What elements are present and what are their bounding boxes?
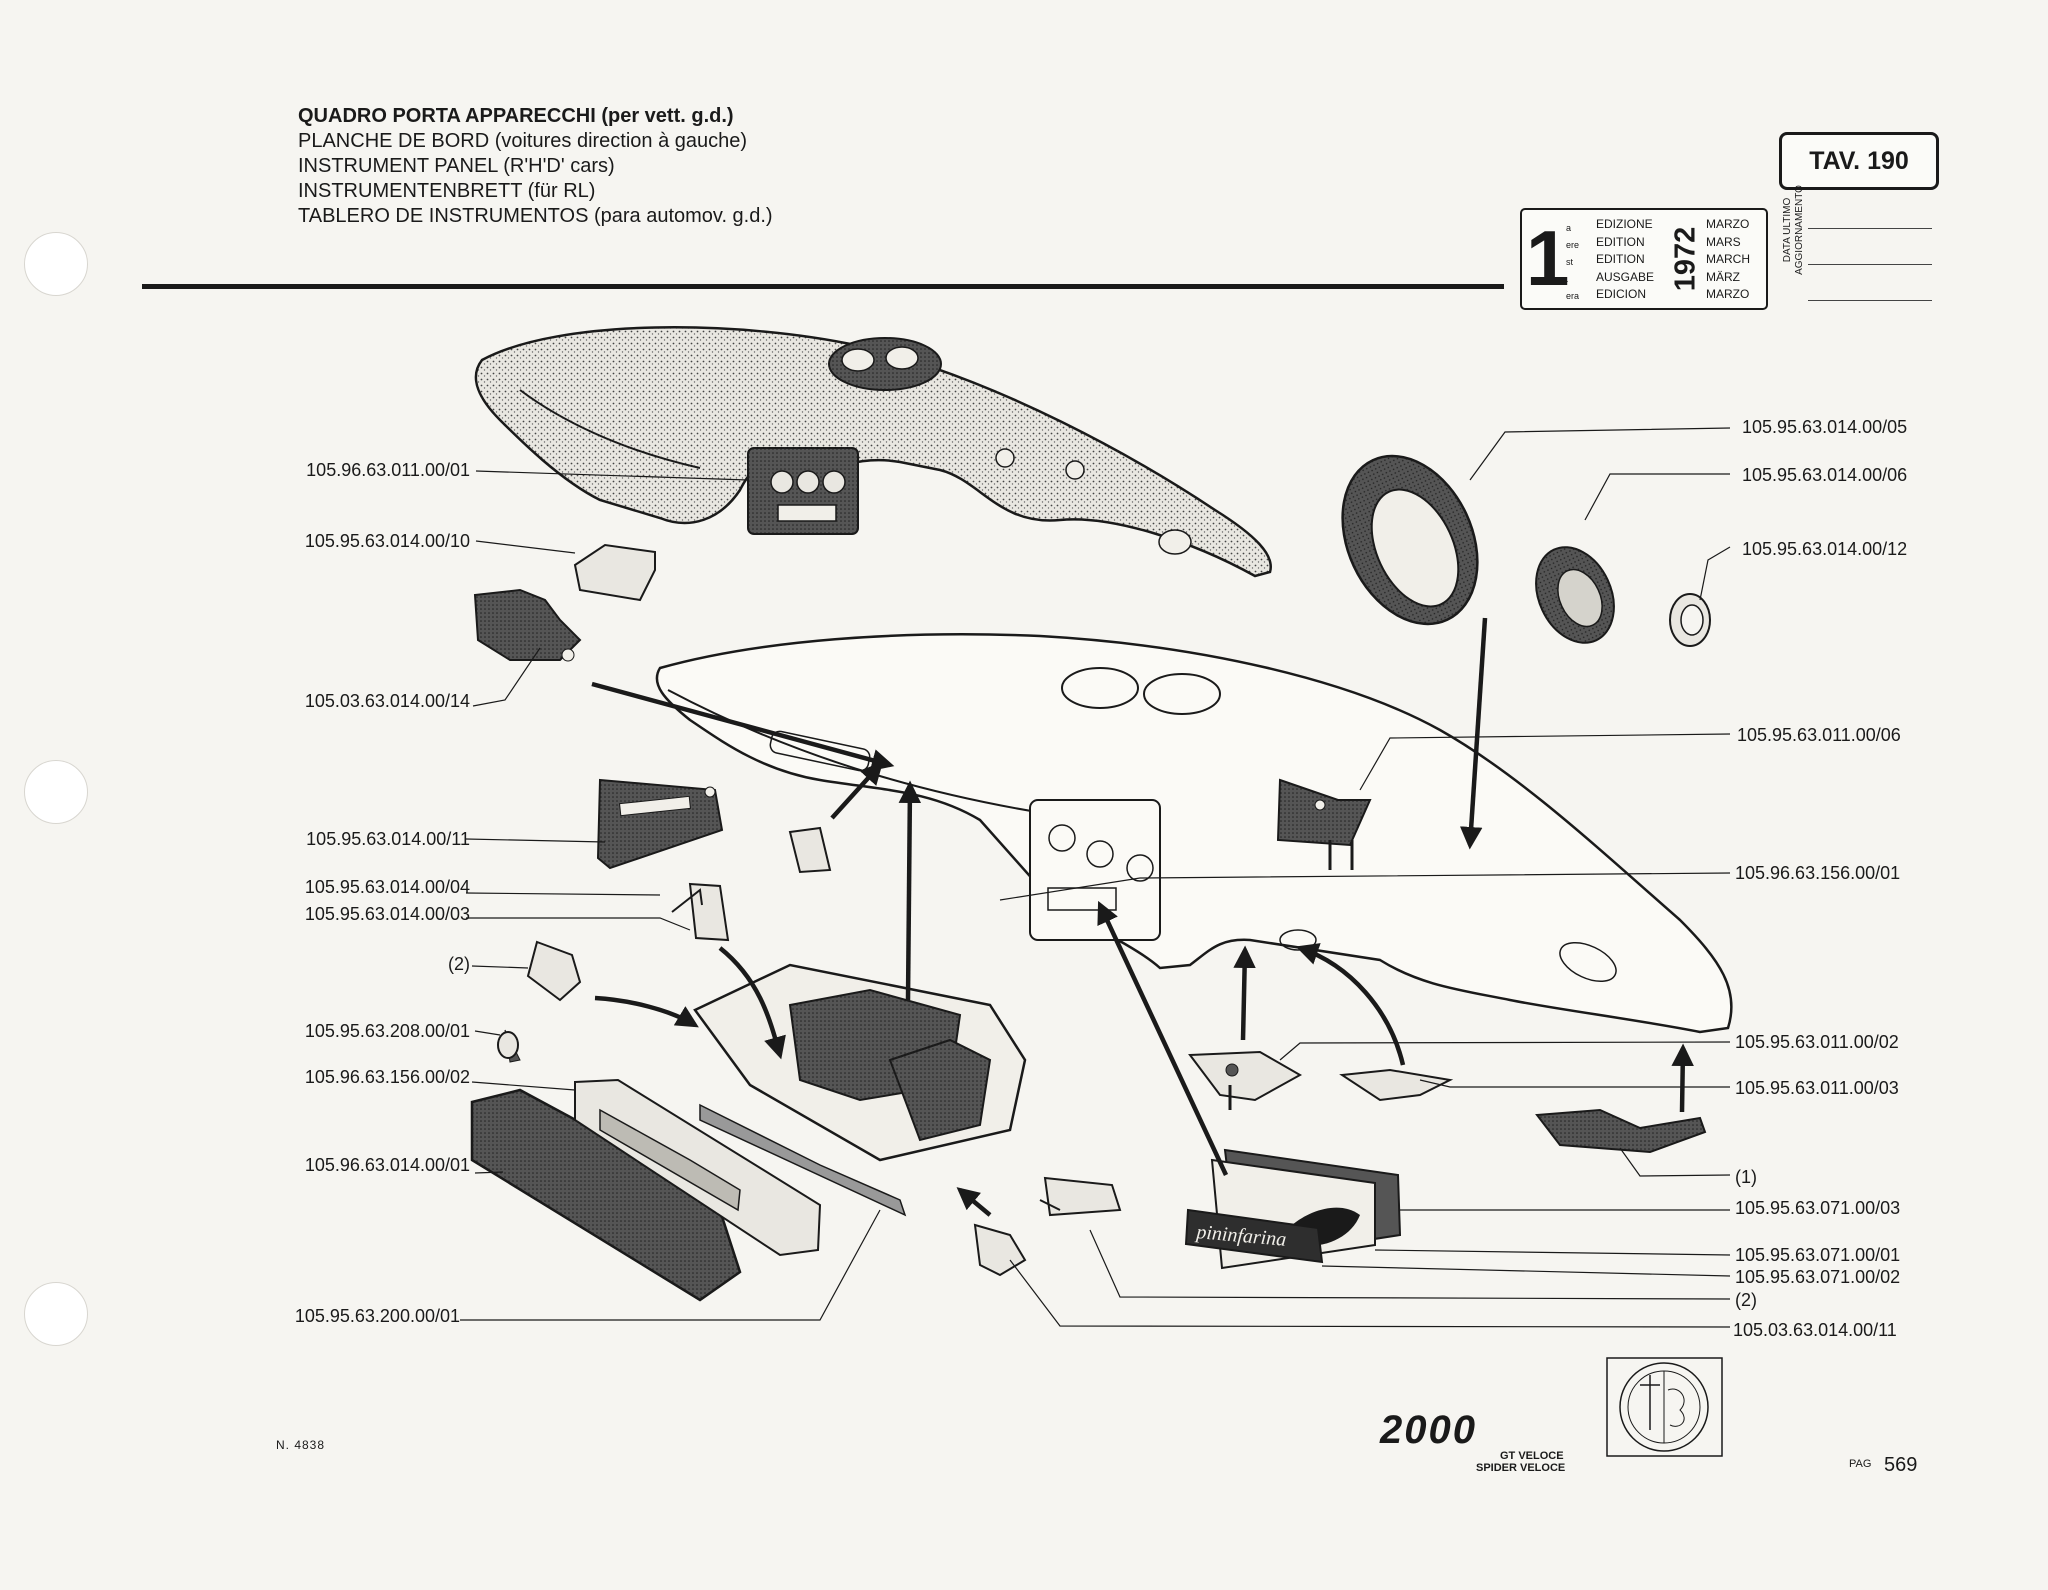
edition-month: MARZO bbox=[1706, 287, 1750, 301]
part-label: 105.95.63.014.00/10 bbox=[304, 531, 470, 551]
dashboard-panel bbox=[655, 633, 1733, 1034]
page-label: PAG bbox=[1849, 1458, 1872, 1470]
arrow bbox=[1295, 943, 1406, 1066]
title-rule bbox=[142, 284, 1504, 289]
binder-hole-middle bbox=[24, 760, 88, 824]
alfa-romeo-logo bbox=[1606, 1357, 1723, 1457]
part-label: 105.95.63.071.00/03 bbox=[1735, 1198, 1901, 1218]
edition-box: 1 a ere st . era EDIZIONE EDITION EDITIO… bbox=[1520, 208, 1768, 310]
part-label: (2) bbox=[448, 954, 470, 974]
part-label: 105.95.63.071.00/02 bbox=[1735, 1267, 1901, 1287]
part-label: 105.03.63.014.00/11 bbox=[1733, 1320, 1897, 1340]
edition-month: MÄRZ bbox=[1706, 269, 1740, 284]
knob bbox=[497, 1029, 521, 1063]
title-spanish: TABLERO DE INSTRUMENTOS (para automov. g… bbox=[298, 205, 773, 227]
part-label: 105.95.63.014.00/12 bbox=[1742, 539, 1908, 559]
title-english: INSTRUMENT PANEL (R'H'D' cars) bbox=[298, 155, 615, 177]
arrow bbox=[898, 780, 922, 1001]
bracket-mid-left bbox=[526, 778, 832, 1002]
edition-superscript: a bbox=[1566, 223, 1572, 233]
leader-lines-right bbox=[999, 427, 1731, 1328]
arrow bbox=[1097, 900, 1229, 1176]
part-label: 105.96.63.011.00/01 bbox=[306, 460, 470, 480]
edition-superscript: . bbox=[1566, 274, 1569, 284]
arrow bbox=[718, 946, 786, 1060]
edition-number: 1 bbox=[1526, 214, 1570, 302]
edition-word: EDITION bbox=[1596, 252, 1645, 266]
binder-hole-bottom bbox=[24, 1282, 88, 1346]
arrow bbox=[956, 1187, 992, 1217]
model-subtitle-1: GT VELOCE bbox=[1500, 1450, 1564, 1462]
edition-month: MARCH bbox=[1706, 252, 1750, 266]
instrument-pods bbox=[1341, 454, 1711, 647]
part-label: 105.95.63.011.00/06 bbox=[1737, 725, 1901, 745]
part-label: 105.95.63.014.00/05 bbox=[1742, 417, 1908, 437]
update-line bbox=[1808, 228, 1932, 229]
arrow bbox=[1671, 1043, 1694, 1113]
model-logo: 2000 bbox=[1380, 1408, 1477, 1452]
title-german: INSTRUMENTENBRETT (für RL) bbox=[298, 180, 596, 202]
part-label: 105.95.63.208.00/01 bbox=[304, 1021, 470, 1041]
part-label: 105.95.63.014.00/03 bbox=[304, 904, 470, 924]
arrow bbox=[1459, 617, 1488, 850]
arrow bbox=[1233, 945, 1256, 1041]
part-label: 105.95.63.200.00/01 bbox=[294, 1306, 460, 1326]
arrow bbox=[830, 761, 884, 820]
title-block: QUADRO PORTA APPARECCHI (per vett. g.d.)… bbox=[298, 104, 773, 229]
title-italian: QUADRO PORTA APPARECCHI (per vett. g.d.) bbox=[298, 105, 734, 127]
model-subtitle-2: SPIDER VELOCE bbox=[1476, 1462, 1566, 1474]
assembly-arrows bbox=[591, 617, 1694, 1217]
page-number: 569 bbox=[1884, 1454, 1918, 1476]
part-label: 105.95.63.014.00/06 bbox=[1742, 465, 1908, 485]
edition-word: AUSGABE bbox=[1596, 269, 1655, 284]
part-label: 105.95.63.014.00/04 bbox=[304, 877, 470, 897]
edition-words: EDIZIONE EDITION EDITION AUSGABE EDICION bbox=[1596, 216, 1654, 304]
edition-word: EDITION bbox=[1596, 234, 1645, 249]
part-label: (1) bbox=[1735, 1167, 1757, 1187]
edition-superscript: era bbox=[1566, 291, 1580, 301]
part-label: 105.95.63.014.00/11 bbox=[306, 829, 470, 849]
glove-box bbox=[693, 963, 1027, 1162]
edition-word: EDIZIONE bbox=[1596, 217, 1653, 231]
update-line bbox=[1808, 300, 1932, 301]
drawing-number: N. 4838 bbox=[276, 1438, 326, 1452]
leader-lines-left bbox=[460, 470, 881, 1321]
part-label: 105.95.63.011.00/02 bbox=[1735, 1032, 1899, 1052]
part-label: 105.95.63.071.00/01 bbox=[1735, 1245, 1901, 1265]
arrow bbox=[594, 995, 699, 1028]
update-line bbox=[1808, 264, 1932, 265]
edition-month: MARS bbox=[1706, 234, 1741, 249]
part-label: 105.96.63.014.00/01 bbox=[304, 1155, 470, 1175]
edition-months: MARZO MARS MARCH MÄRZ MARZO bbox=[1706, 216, 1750, 304]
bracket-upper-left bbox=[473, 543, 656, 662]
edition-word: EDICION bbox=[1596, 287, 1647, 301]
edition-month: MARZO bbox=[1706, 217, 1750, 231]
part-label: 105.96.63.156.00/02 bbox=[304, 1067, 470, 1087]
binder-hole-top bbox=[24, 232, 88, 296]
part-label: 105.96.63.156.00/01 bbox=[1735, 863, 1901, 883]
arrow bbox=[591, 681, 895, 772]
glove-box-door bbox=[470, 1078, 1122, 1302]
table-number-box: TAV. 190 bbox=[1779, 132, 1939, 190]
part-label: (2) bbox=[1735, 1290, 1757, 1310]
dashboard-padding bbox=[474, 326, 1272, 578]
edition-superscript: st bbox=[1566, 257, 1574, 267]
badge-plates: pininfarina bbox=[1184, 1148, 1402, 1270]
edition-superscript: ere bbox=[1566, 240, 1580, 250]
title-french: PLANCHE DE BORD (voitures direction à ga… bbox=[298, 130, 748, 152]
part-label: 105.03.63.014.00/14 bbox=[304, 691, 470, 711]
hardware-lower-right bbox=[1188, 778, 1707, 1154]
part-label: 105.95.63.011.00/03 bbox=[1735, 1078, 1899, 1098]
